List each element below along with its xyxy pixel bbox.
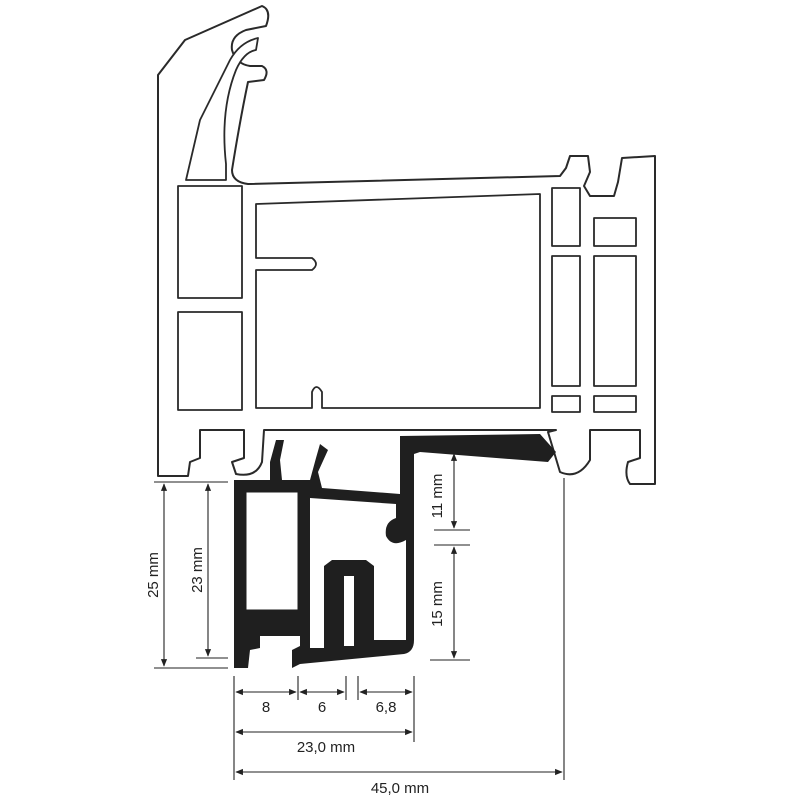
adapter-profile-black: [234, 434, 556, 668]
chamber-main: [255, 193, 541, 409]
dimension-lines: [154, 451, 565, 780]
chamber-right-b: [593, 217, 637, 247]
label-23-0mm: 23,0 mm: [297, 739, 355, 756]
label-8: 8: [262, 699, 270, 716]
dimension-labels: 25 mm 23 mm 11 mm 15 mm 8 6 6,8 23,0 mm …: [145, 474, 446, 797]
window-frame-profile: [157, 5, 656, 485]
adapter-slot-inner: [344, 576, 354, 646]
chamber-left-bottom: [177, 311, 243, 411]
label-15mm: 15 mm: [429, 581, 446, 627]
chamber-right-d: [593, 255, 637, 387]
adapter-chamber-left: [245, 491, 299, 611]
chamber-right-f: [593, 395, 637, 413]
label-6: 6: [318, 699, 326, 716]
chamber-right-e: [551, 395, 581, 413]
label-11mm: 11 mm: [429, 474, 446, 519]
chamber-left-top: [177, 185, 243, 299]
chamber-right-a: [551, 187, 581, 247]
label-23mm: 23 mm: [189, 547, 206, 593]
label-45-0mm: 45,0 mm: [371, 780, 429, 797]
inner-hook: [185, 37, 259, 181]
label-6-8: 6,8: [376, 699, 397, 716]
adapter-chamber-low: [260, 640, 292, 648]
adapter-chamber-mid: [310, 498, 406, 648]
chamber-right-c: [551, 255, 581, 387]
label-25mm: 25 mm: [145, 552, 162, 598]
